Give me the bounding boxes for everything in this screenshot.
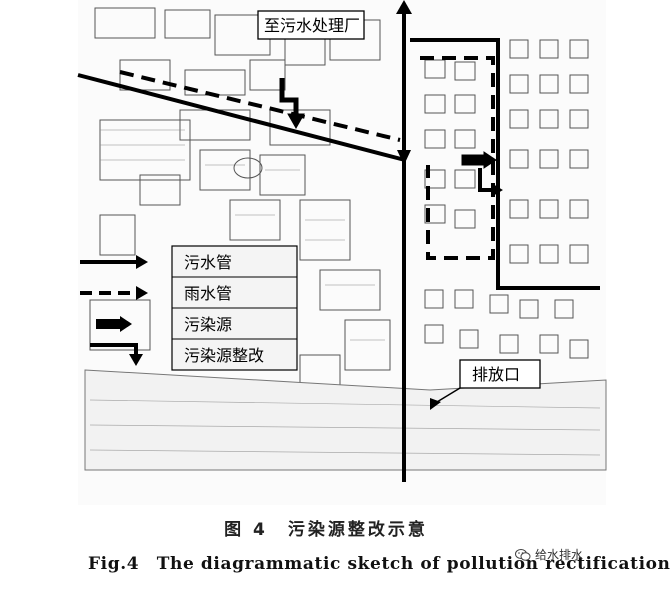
building-hatching <box>100 129 385 341</box>
legend-swatch-source <box>96 319 120 329</box>
storm-pipes <box>119 56 495 260</box>
outfall-arrow-icon <box>430 398 441 410</box>
arrow-up-icon <box>396 0 412 14</box>
river-bank <box>84 369 607 471</box>
label-outfall: 排放口 <box>459 359 541 389</box>
legend-label-storm: 雨水管 <box>184 284 232 303</box>
arrow-down-icon <box>397 150 411 165</box>
watermark-text: 给水排水 <box>535 548 584 562</box>
figure-caption-cn: 图 4 污染源整改示意 <box>224 520 428 540</box>
legend-swatch-rectification <box>90 343 138 358</box>
building-blocks-west <box>89 7 391 386</box>
legend-swatch-storm-arrow-icon <box>136 286 148 300</box>
wechat-icon <box>515 548 531 561</box>
label-outfall-text: 排放口 <box>472 365 520 384</box>
label-to-plant-text: 至污水处理厂 <box>264 16 360 35</box>
legend-swatch-rectification-arrow-icon <box>129 354 143 366</box>
legend-label-rectification: 污染源整改 <box>184 346 264 365</box>
legend-label-source: 污染源 <box>184 315 232 334</box>
sewage-pipes <box>77 8 600 482</box>
legend-swatch-source-arrow-icon <box>120 316 132 332</box>
oval-feature <box>233 157 263 179</box>
legend-label-sewage: 污水管 <box>184 253 232 272</box>
watermark: 给水排水 <box>515 546 583 563</box>
label-to-plant: 至污水处理厂 <box>257 10 365 40</box>
pollution-rectification-map: 至污水处理厂 排放口 污水管 雨水管 污染源 污染源整改 <box>77 0 607 482</box>
figure-caption-en: Fig.4 The diagrammatic sketch of polluti… <box>88 554 671 574</box>
legend-swatch-sewage-arrow-icon <box>136 255 148 269</box>
legend: 污水管 雨水管 污染源 污染源整改 <box>80 245 298 371</box>
river-texture <box>89 399 601 456</box>
building-blocks-east <box>424 39 589 359</box>
pollution-source-arrows <box>279 78 503 197</box>
